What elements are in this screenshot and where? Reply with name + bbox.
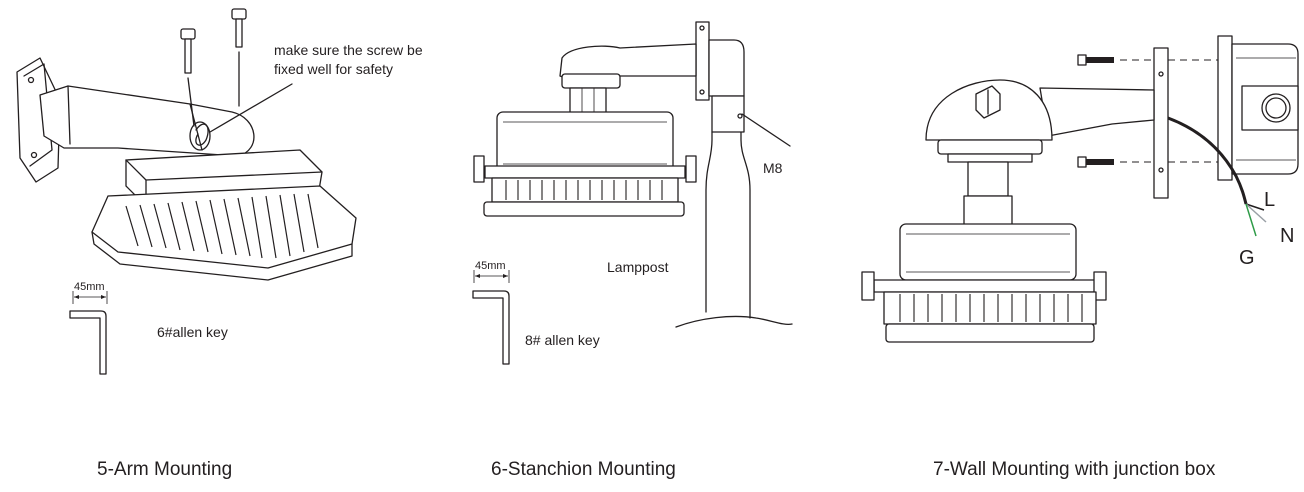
bolt-size-label: M8 [763,160,783,176]
wall-arm-bracket-icon [925,47,1169,227]
lamppost-icon [675,125,793,328]
allen-key-icon [69,291,108,375]
flood-light-fixture-icon [861,223,1107,343]
allen-key-label: 8# allen key [525,332,600,348]
panel-stanchion-mounting: M8 Lamppost [472,21,793,480]
caption-wall-mounting: 7-Wall Mounting with junction box [933,459,1216,480]
panel-arm-mounting: make sure the screw be fixed well for sa… [16,8,423,480]
flood-light-fixture-icon [473,111,697,217]
allen-key-label: 6#allen key [157,324,228,340]
screw-icon [180,8,247,127]
safety-note-line-2: fixed well for safety [274,61,393,77]
stanchion-arm-icon [559,21,745,133]
junction-box-icon [1217,35,1299,181]
wall-arm-bracket-icon [16,57,255,183]
lamppost-label: Lamppost [607,259,669,275]
wire-label-ground: G [1239,247,1255,269]
screw-icon [1077,54,1114,168]
allen-key-icon [472,270,510,365]
caption-stanchion-mounting: 6-Stanchion Mounting [491,459,676,480]
flood-light-fixture-icon [91,149,357,281]
safety-note-line-1: make sure the screw be [274,42,423,58]
wire-label-neutral: N [1280,225,1294,247]
cable-icon [1167,116,1267,237]
wire-label-live: L [1264,189,1275,211]
panel-wall-mounting: L N G 7-Wall Mounting with junction box [861,35,1299,480]
key-dimension-label: 45mm [475,260,506,272]
key-dimension-label: 45mm [74,281,105,293]
caption-arm-mounting: 5-Arm Mounting [97,459,232,480]
